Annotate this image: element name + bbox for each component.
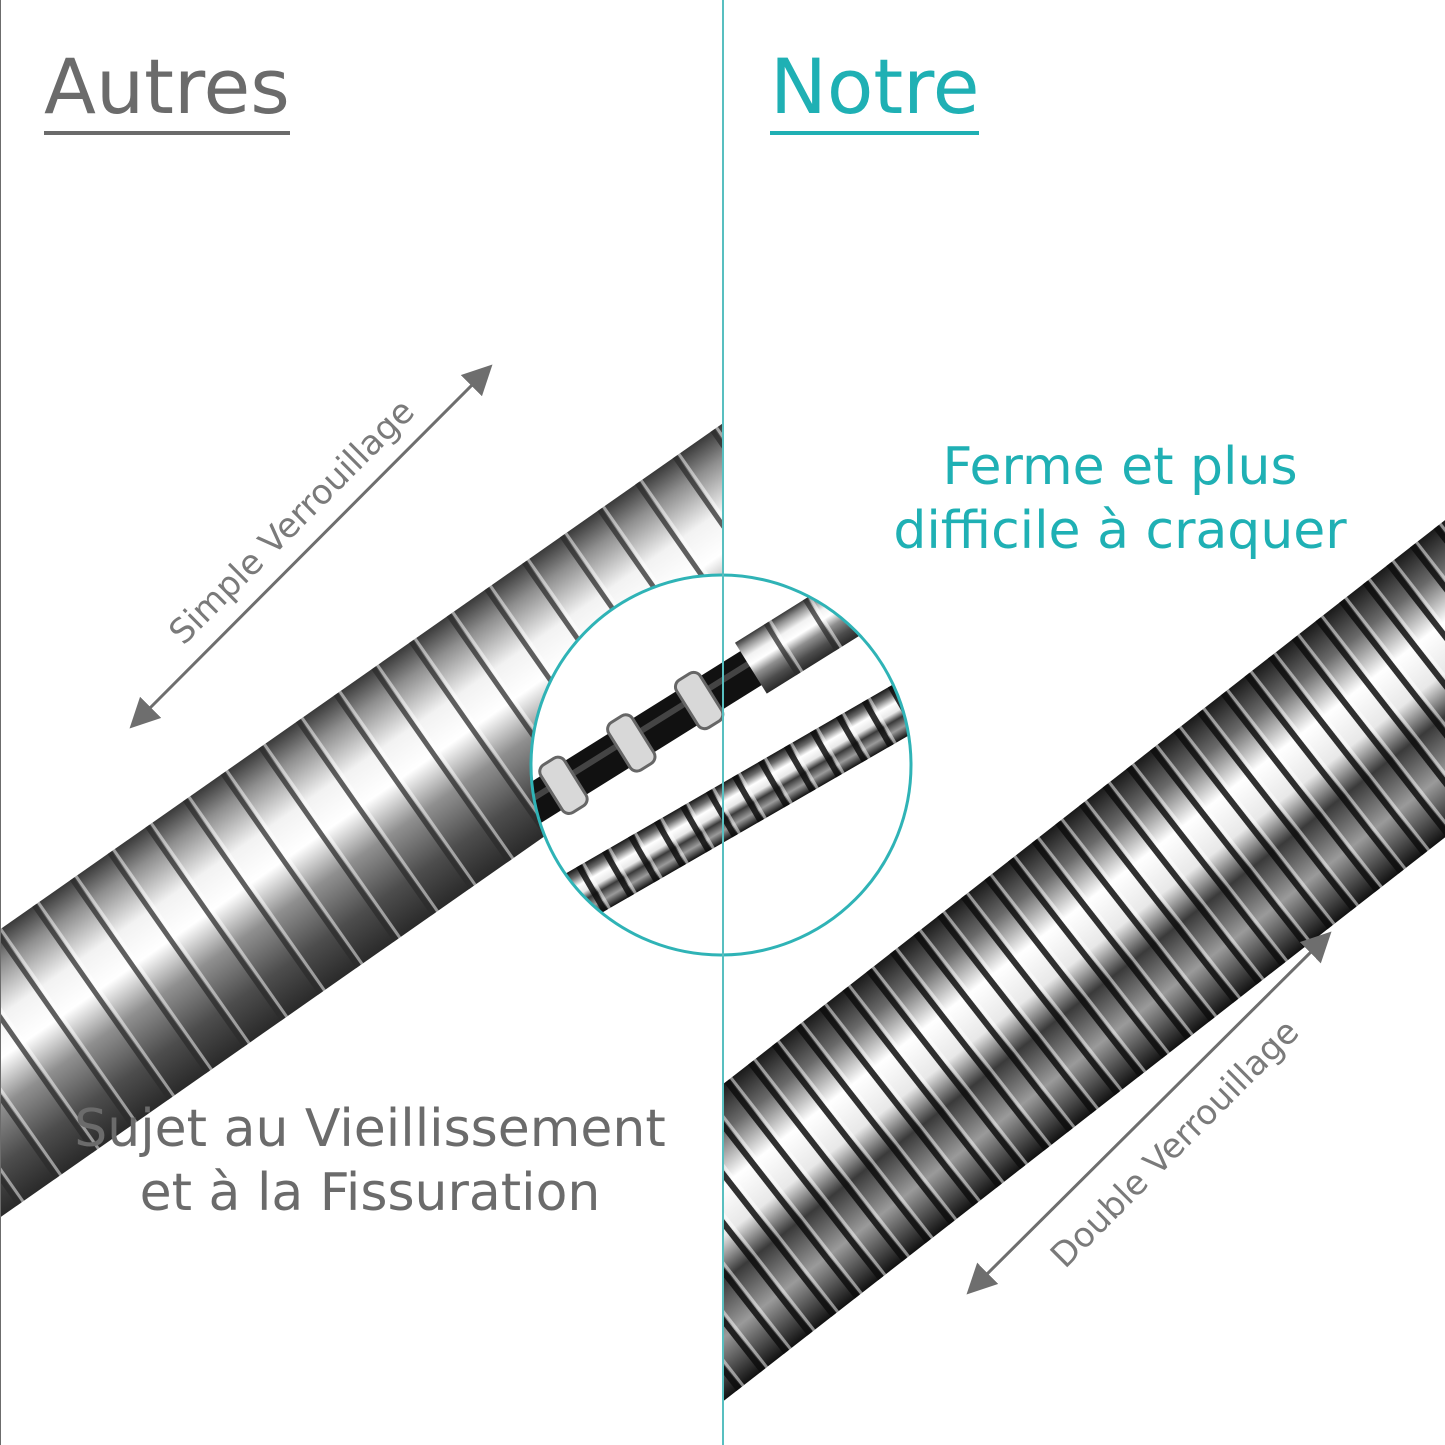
left-double-arrow-icon <box>129 364 493 729</box>
ours-caption-line1: Ferme et plus <box>942 437 1298 497</box>
others-caption-line2: et à la Fissuration <box>139 1163 601 1223</box>
others-title: Autres <box>44 42 290 135</box>
detail-zoom-circle <box>529 573 913 957</box>
panel-divider <box>722 0 724 1445</box>
others-caption-line1: Sujet au Vieillissement <box>74 1099 666 1159</box>
ours-caption: Ferme et plus difficile à craquer <box>830 435 1410 563</box>
left-border <box>0 0 1 1445</box>
ours-caption-line2: difficile à craquer <box>893 501 1347 561</box>
ours-title: Notre <box>770 42 980 135</box>
right-double-arrow-icon <box>966 931 1332 1295</box>
others-caption: Sujet au Vieillissement et à la Fissurat… <box>30 1097 710 1225</box>
